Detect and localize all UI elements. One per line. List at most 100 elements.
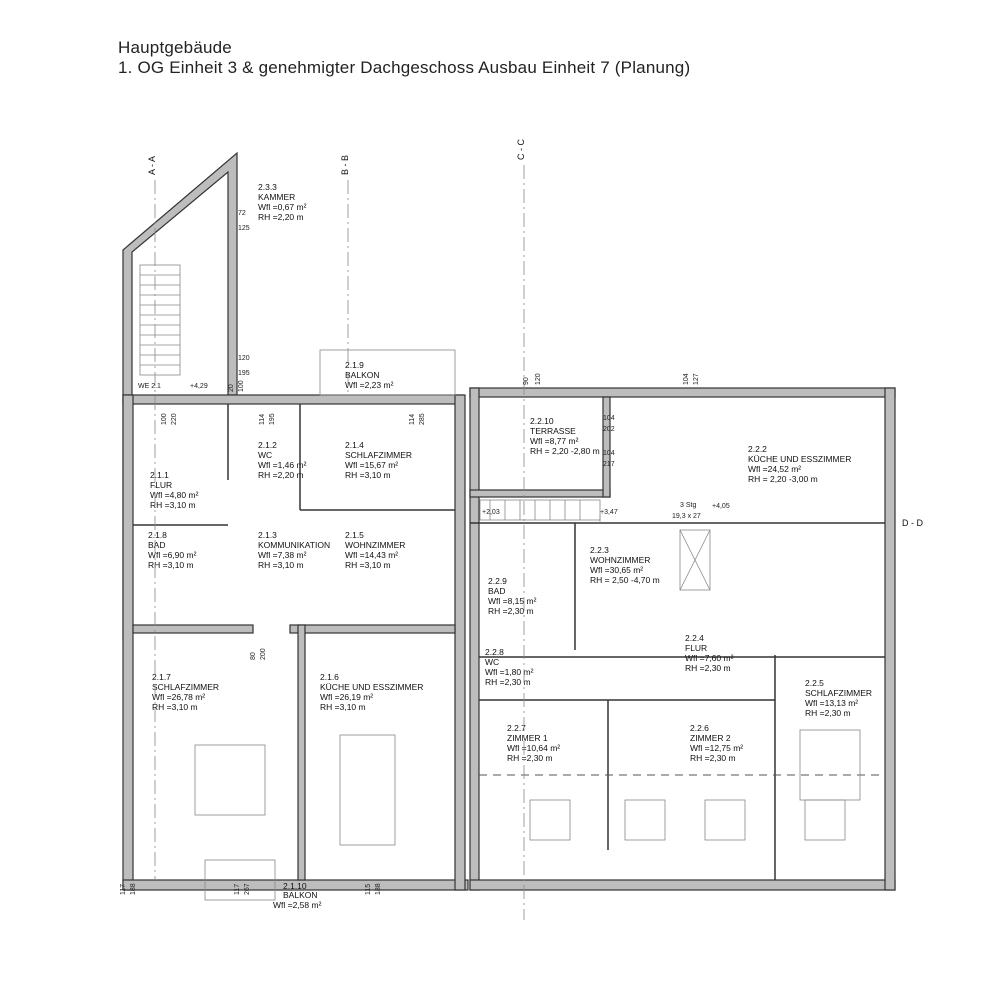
room-name: SCHLAFZIMMER [152,682,219,692]
room-number: 2.1.10 [283,881,307,891]
room-number: 2.1.2 [258,440,277,450]
dimension-label: 120 [535,373,542,385]
room-name: WC [485,657,499,667]
level-marker: +2,03 [482,509,500,516]
section-marker: C - C [516,139,526,160]
section-marker: A - A [147,156,157,175]
room-name: WC [258,450,272,460]
furniture [194,349,861,901]
section-marker: B - B [340,155,350,175]
room-number: 2.2.5 [805,678,824,688]
room-height: RH =2,30 m [485,677,531,687]
room-number: 2.2.8 [485,647,504,657]
room-name: ZIMMER 1 [507,733,548,743]
unit-entrance-label: WE 2.1 [138,383,161,390]
dimension-label: 127 [693,373,700,385]
level-marker: +4,29 [190,383,208,390]
dimension-label: 100 [238,380,245,392]
room-number: 2.2.2 [748,444,767,454]
room-name: WOHNZIMMER [590,555,650,565]
dimension-label: 267 [244,883,251,895]
room-area: Wfl =6,90 m² [148,550,197,560]
room-number: 2.2.10 [530,416,554,426]
room-height: RH =2,30 m [690,753,736,763]
dimension-label: 200 [260,648,267,660]
room-number: 2.1.5 [345,530,364,540]
dimension-label: 195 [238,370,250,377]
room-height: RH = 2,50 -4,70 m [590,575,660,585]
room-height: RH =3,10 m [345,470,391,480]
room-area: Wfl =4,80 m² [150,490,199,500]
level-marker: +4,05 [712,503,730,510]
room-name: FLUR [685,643,707,653]
room-number: 2.3.3 [258,182,277,192]
staircase [139,264,601,521]
room-height: RH =2,20 m [258,470,304,480]
room-height: RH =2,30 m [805,708,851,718]
stair-note: 3 Stg [680,502,696,509]
room-area: Wfl =8,77 m² [530,436,579,446]
dimension-label: 20 [228,384,235,392]
room-name: BAD [148,540,165,550]
room-number: 2.2.6 [690,723,709,733]
room-name: WOHNZIMMER [345,540,405,550]
room-number: 2.2.4 [685,633,704,643]
room-number: 2.1.9 [345,360,364,370]
room-name: ZIMMER 2 [690,733,731,743]
outer-walls [122,151,896,891]
dimension-label: 202 [603,426,615,433]
dimension-label: 117 [234,884,241,895]
room-area: Wfl =30,65 m² [590,565,643,575]
dimension-label: 188 [130,883,137,895]
dimension-label: 125 [238,225,250,232]
room-number: 2.1.3 [258,530,277,540]
room-height: RH =2,30 m [488,606,534,616]
dimension-label: 114 [409,414,416,425]
dimension-label: 114 [259,414,266,425]
room-name: FLUR [150,480,172,490]
interior-walls [132,396,885,881]
room-area: Wfl =14,43 m² [345,550,398,560]
room-area: Wfl =12,75 m² [690,743,743,753]
room-name: BALKON [345,370,380,380]
room-number: 2.2.3 [590,545,609,555]
room-name: BALKON [283,890,318,900]
room-number: 2.1.8 [148,530,167,540]
plan-title: Hauptgebäude [118,38,232,57]
room-area: Wfl =26,19 m² [320,692,373,702]
room-number: 2.2.9 [488,576,507,586]
room-name: SCHLAFZIMMER [805,688,872,698]
dimension-label: 90 [523,377,530,385]
dimension-label: 72 [238,210,246,217]
room-area: Wfl =7,38 m² [258,550,307,560]
dimension-label: 217 [603,461,615,468]
room-name: KAMMER [258,192,295,202]
stair-note: 19,3 x 27 [672,513,701,520]
room-number: 2.1.7 [152,672,171,682]
dimension-label: 104 [683,373,690,385]
room-height: RH =3,10 m [148,560,194,570]
dimension-label: 100 [161,413,168,425]
room-name: KÜCHE UND ESSZIMMER [320,682,423,692]
section-marker: D - D [902,518,923,528]
dimension-label: 120 [238,355,250,362]
room-height: RH =3,10 m [320,702,366,712]
room-height: RH =2,20 m [258,212,304,222]
